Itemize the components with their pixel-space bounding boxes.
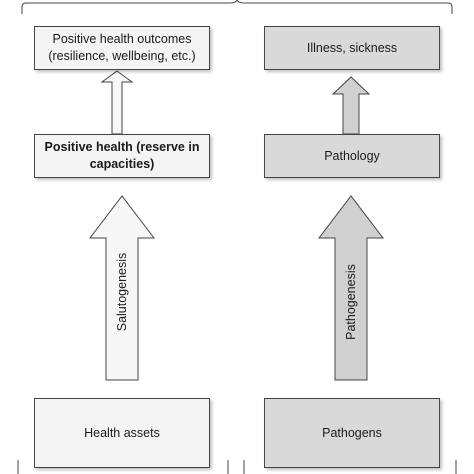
health-assets-box: Health assets (34, 398, 210, 468)
pathogens-box: Pathogens (264, 398, 440, 468)
positive-health-line1: Positive health (reserve in (44, 140, 200, 155)
right-small-arrow (331, 76, 371, 135)
positive-health-box: Positive health (reserve in capacities) (34, 134, 210, 178)
pathogens-label: Pathogens (322, 425, 382, 440)
salutogenesis-label: Salutogenesis (115, 252, 129, 332)
top-brace (21, 0, 453, 14)
left-big-arrow (88, 195, 156, 381)
pathology-box: Pathology (264, 134, 440, 178)
pathogenesis-label: Pathogenesis (344, 264, 358, 340)
outcomes-line2: (resilience, wellbeing, etc.) (48, 49, 196, 63)
positive-health-line2: capacities) (89, 157, 155, 171)
illness-sickness-label: Illness, sickness (306, 40, 398, 55)
pathology-label: Pathology (324, 148, 380, 163)
positive-health-outcomes-box: Positive health outcomes (resilience, we… (34, 26, 210, 70)
outcomes-line1: Positive health outcomes (52, 32, 192, 47)
right-big-arrow (317, 195, 385, 381)
illness-sickness-box: Illness, sickness (264, 26, 440, 70)
left-small-arrow (100, 70, 134, 135)
health-assets-label: Health assets (84, 425, 160, 440)
